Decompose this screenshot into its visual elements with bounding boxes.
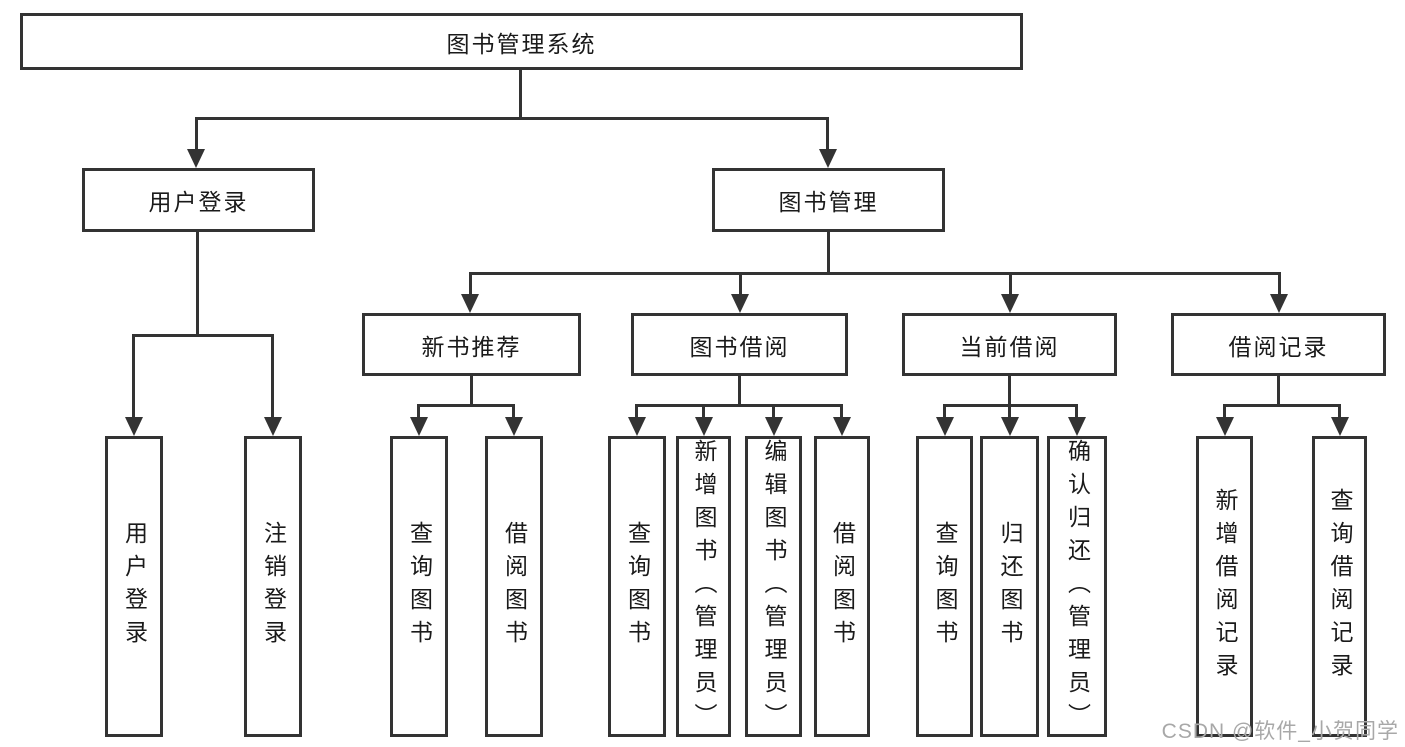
- arrowhead-down-icon: [819, 149, 837, 168]
- leaf-confirm-return-admin-label: 确认归还（管理员）: [1064, 439, 1091, 736]
- leaf-query-book-current: 查询图书: [916, 436, 973, 737]
- connector-line: [637, 404, 842, 407]
- node-user-login-label: 用户登录: [148, 189, 249, 215]
- connector-line: [519, 70, 522, 118]
- connector-line: [196, 232, 199, 336]
- csdn-watermark: CSDN @软件_小贺同学: [1161, 720, 1399, 743]
- connector-line: [827, 232, 830, 275]
- arrowhead-down-icon: [1068, 417, 1086, 436]
- leaf-logout: 注销登录: [244, 436, 302, 737]
- connector-line: [134, 334, 274, 337]
- leaf-borrow-book-recommend-label: 借阅图书: [501, 520, 528, 653]
- node-current-borrow: 当前借阅: [902, 313, 1117, 376]
- node-current-borrow-label: 当前借阅: [959, 333, 1060, 360]
- arrowhead-down-icon: [731, 294, 749, 313]
- node-book-borrow-label: 图书借阅: [689, 333, 790, 360]
- arrowhead-down-icon: [628, 417, 646, 436]
- node-borrow-record-label: 借阅记录: [1228, 333, 1329, 360]
- node-book-management: 图书管理: [712, 168, 945, 232]
- leaf-logout-label: 注销登录: [260, 520, 287, 653]
- connector-line: [271, 334, 274, 418]
- connector-line: [1075, 404, 1078, 418]
- leaf-query-borrow-record-label: 查询借阅记录: [1327, 487, 1353, 686]
- connector-line: [417, 404, 420, 418]
- connector-line: [635, 404, 638, 418]
- node-borrow-record: 借阅记录: [1171, 313, 1386, 376]
- arrowhead-down-icon: [461, 294, 479, 313]
- node-book-management-label: 图书管理: [778, 189, 879, 215]
- connector-line: [196, 117, 829, 120]
- connector-line: [470, 272, 1280, 275]
- node-root: 图书管理系统: [20, 13, 1023, 70]
- leaf-return-book: 归还图书: [980, 436, 1039, 737]
- leaf-query-book-borrow-label: 查询图书: [624, 520, 651, 653]
- connector-line: [1009, 272, 1012, 295]
- node-root-label: 图书管理系统: [446, 30, 597, 57]
- node-new-book-recommend-label: 新书推荐: [421, 333, 522, 360]
- connector-line: [1278, 272, 1281, 295]
- connector-line: [1224, 404, 1340, 407]
- leaf-user-login: 用户登录: [105, 436, 163, 737]
- leaf-borrow-book: 借阅图书: [814, 436, 870, 737]
- connector-line: [195, 117, 198, 150]
- connector-line: [1223, 404, 1226, 418]
- arrowhead-down-icon: [1001, 294, 1019, 313]
- arrowhead-down-icon: [695, 417, 713, 436]
- leaf-add-book-admin: 新增图书（管理员）: [676, 436, 731, 737]
- leaf-add-borrow-record-label: 新增借阅记录: [1212, 487, 1238, 686]
- arrowhead-down-icon: [1270, 294, 1288, 313]
- connector-line: [132, 334, 135, 418]
- arrowhead-down-icon: [1216, 417, 1234, 436]
- node-user-login: 用户登录: [82, 168, 315, 232]
- connector-line: [943, 404, 946, 418]
- connector-line: [1338, 404, 1341, 418]
- leaf-confirm-return-admin: 确认归还（管理员）: [1047, 436, 1107, 737]
- connector-line: [738, 376, 741, 407]
- connector-line: [470, 376, 473, 407]
- arrowhead-down-icon: [833, 417, 851, 436]
- leaf-add-book-admin-label: 新增图书（管理员）: [691, 439, 717, 736]
- connector-line: [419, 404, 515, 407]
- leaf-user-login-label: 用户登录: [121, 520, 148, 653]
- node-book-borrow: 图书借阅: [631, 313, 848, 376]
- leaf-query-book-recommend-label: 查询图书: [406, 520, 433, 653]
- leaf-edit-book-admin-label: 编辑图书（管理员）: [761, 439, 787, 736]
- arrowhead-down-icon: [1001, 417, 1019, 436]
- connector-line: [840, 404, 843, 418]
- leaf-query-book-current-label: 查询图书: [932, 520, 958, 653]
- connector-line: [1277, 376, 1280, 407]
- connector-line: [739, 272, 742, 295]
- connector-line: [826, 117, 829, 150]
- arrowhead-down-icon: [410, 417, 428, 436]
- node-new-book-recommend: 新书推荐: [362, 313, 581, 376]
- leaf-borrow-book-label: 借阅图书: [829, 520, 856, 653]
- leaf-return-book-label: 归还图书: [997, 520, 1023, 653]
- connector-line: [469, 272, 472, 295]
- leaf-add-borrow-record: 新增借阅记录: [1196, 436, 1253, 737]
- arrowhead-down-icon: [264, 417, 282, 436]
- leaf-query-book-borrow: 查询图书: [608, 436, 666, 737]
- arrowhead-down-icon: [936, 417, 954, 436]
- leaf-edit-book-admin: 编辑图书（管理员）: [745, 436, 802, 737]
- connector-line: [512, 404, 515, 418]
- leaf-query-borrow-record: 查询借阅记录: [1312, 436, 1367, 737]
- leaf-borrow-book-recommend: 借阅图书: [485, 436, 543, 737]
- arrowhead-down-icon: [125, 417, 143, 436]
- leaf-query-book-recommend: 查询图书: [390, 436, 448, 737]
- arrowhead-down-icon: [1331, 417, 1349, 436]
- arrowhead-down-icon: [505, 417, 523, 436]
- connector-line: [772, 404, 775, 418]
- arrowhead-down-icon: [765, 417, 783, 436]
- connector-line: [702, 404, 705, 418]
- arrowhead-down-icon: [187, 149, 205, 168]
- connector-line: [1008, 404, 1011, 418]
- connector-line: [1008, 376, 1011, 407]
